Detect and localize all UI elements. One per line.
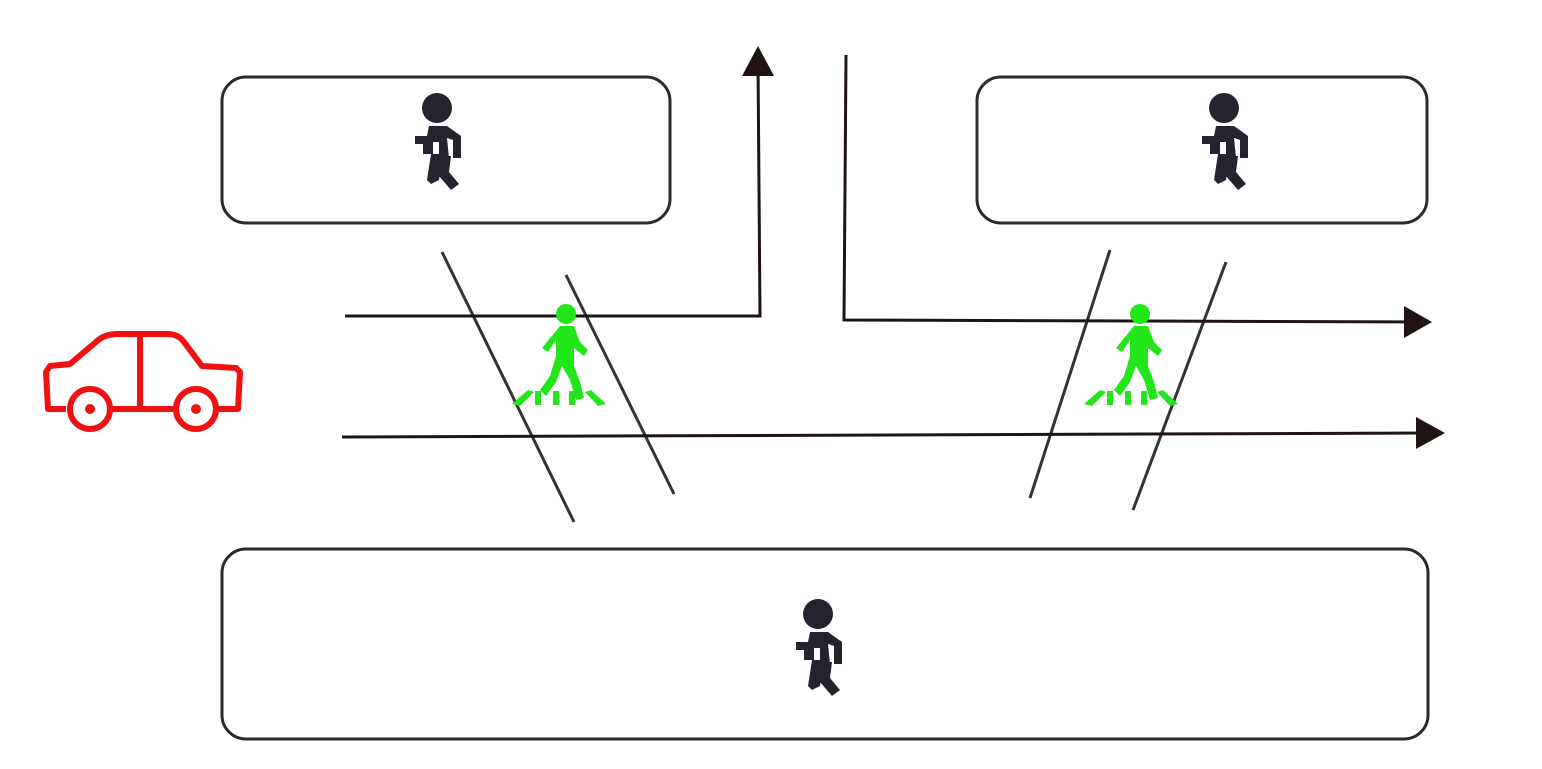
crosswalk-left-edge: [440, 251, 576, 523]
arrow-head-icon: [742, 46, 774, 76]
car-wheel-hub: [85, 404, 95, 414]
arrow-head-icon: [1416, 417, 1445, 449]
lane-arrow-left-turn: [345, 61, 762, 318]
crosswalk-pedestrian-icon: [512, 304, 606, 406]
car-wheel-hub: [191, 404, 201, 414]
crosswalk-right-edge: [1131, 261, 1228, 511]
sidewalk-block-top-right: [975, 75, 1429, 225]
pedestrian-icon: [796, 599, 842, 696]
sidewalk-block-bottom: [220, 547, 1430, 741]
pedestrian-icon: [415, 93, 461, 190]
crosswalk-right-edge: [1028, 249, 1112, 499]
crosswalk-left-edge: [564, 274, 676, 495]
pedestrian-icon: [1202, 93, 1248, 190]
arrow-head-icon: [1404, 306, 1432, 338]
lane-arrow-right-turn: [842, 54, 1417, 324]
sidewalk-block-top-left: [220, 75, 672, 225]
car-icon: [43, 331, 243, 432]
lane-arrow-straight: [341, 431, 1429, 439]
crosswalk-pedestrian-icon: [1084, 304, 1178, 406]
